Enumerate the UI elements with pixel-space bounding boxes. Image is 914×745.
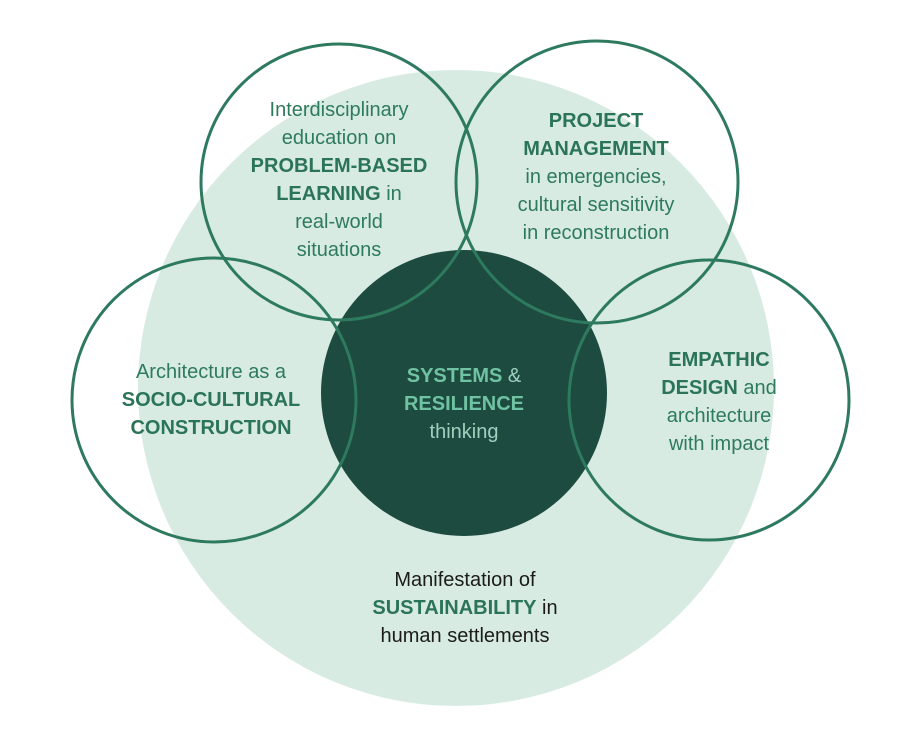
right-line3: architecture	[666, 405, 772, 427]
top-left-line1: Interdisciplinary	[269, 99, 409, 121]
ring-left	[70, 256, 358, 544]
ring-top-left	[199, 42, 479, 322]
top-left-line6: situations	[296, 239, 382, 261]
center-bold1: SYSTEMS	[406, 365, 503, 387]
center-bold2: RESILIENCE	[403, 393, 525, 415]
right-tail2: and	[737, 377, 777, 399]
top-left-tail2: in	[380, 183, 402, 205]
right-label: EMPATHIC DESIGN and architecture with im…	[614, 346, 824, 458]
top-left-bold1: PROBLEM-BASED	[250, 155, 428, 177]
left-bold1: SOCIO-CULTURAL	[121, 389, 301, 411]
top-left-line5: real-world	[295, 211, 383, 233]
ring-right	[567, 258, 851, 542]
bottom-bold1: SUSTAINABILITY	[372, 597, 537, 619]
center-circle	[321, 250, 607, 536]
center-tail1: &	[502, 365, 522, 387]
top-right-bold2: MANAGEMENT	[523, 138, 669, 160]
right-line4: with impact	[668, 433, 770, 455]
right-bold1: EMPATHIC	[668, 349, 770, 371]
ring-top-right	[454, 39, 740, 325]
center-line3: thinking	[429, 421, 499, 443]
bottom-label: Manifestation of SUSTAINABILITY in human…	[325, 566, 605, 650]
top-right-label: PROJECT MANAGEMENT in emergencies, cultu…	[481, 107, 711, 247]
top-right-line4: cultural sensitivity	[517, 194, 675, 216]
bottom-line3: human settlements	[380, 625, 550, 647]
bottom-tail2: in	[536, 597, 558, 619]
left-bold2: CONSTRUCTION	[130, 417, 292, 439]
left-label: Architecture as a SOCIO-CULTURAL CONSTRU…	[100, 358, 322, 442]
left-line1: Architecture as a	[135, 361, 287, 383]
right-bold2: DESIGN	[661, 377, 738, 399]
top-left-bold2: LEARNING	[276, 183, 381, 205]
top-right-line3: in emergencies,	[525, 166, 667, 188]
top-left-label: Interdisciplinary education on PROBLEM-B…	[224, 96, 454, 264]
top-left-line2: education on	[281, 127, 397, 149]
center-label: SYSTEMS & RESILIENCE thinking	[374, 362, 554, 446]
top-right-line5: in reconstruction	[522, 222, 670, 244]
bottom-line1: Manifestation of	[394, 569, 536, 591]
top-right-bold1: PROJECT	[548, 110, 644, 132]
